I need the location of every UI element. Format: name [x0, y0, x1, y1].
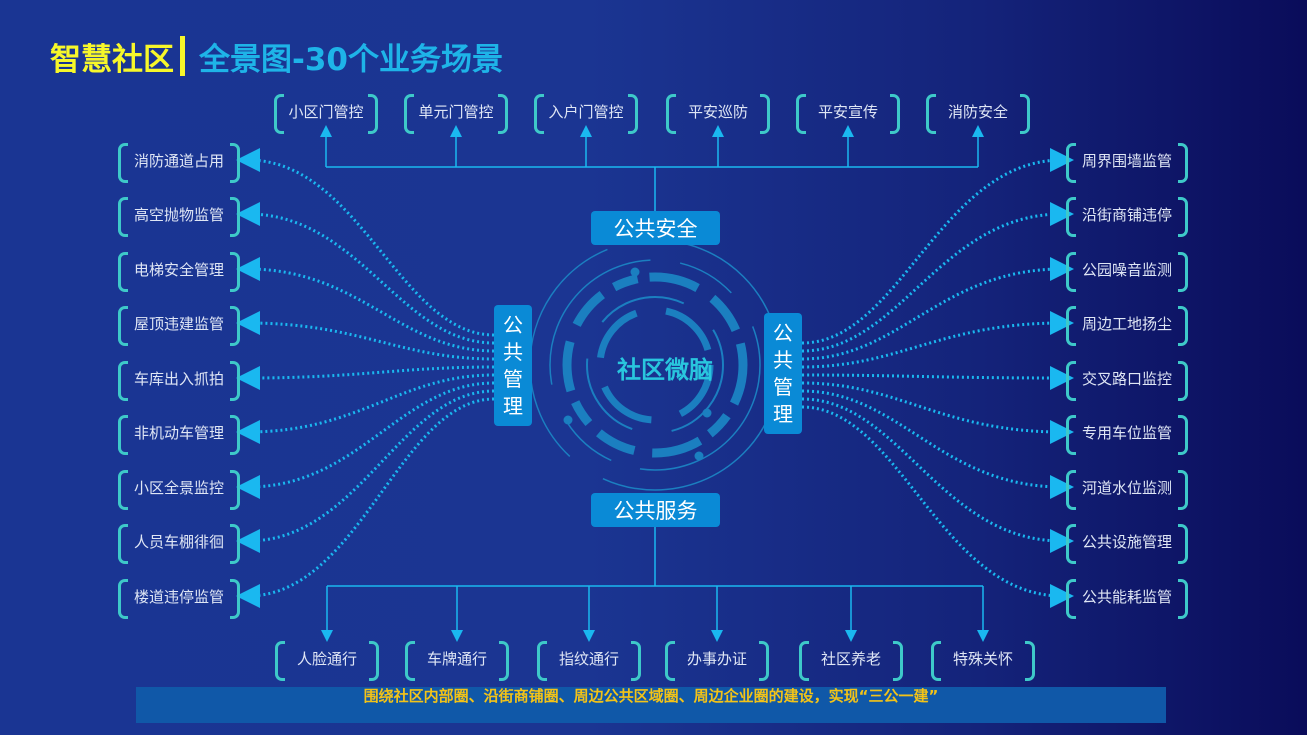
- connector: [236, 397, 495, 608]
- item-label: 车库出入抓拍: [133, 369, 224, 388]
- left-item[interactable]: 小区全景监控: [118, 470, 240, 510]
- title-divider: [180, 36, 185, 76]
- left-item[interactable]: 高空抛物监管: [118, 197, 240, 237]
- item-label: 特殊关怀: [952, 649, 1013, 668]
- char: 共: [773, 347, 793, 372]
- community-brain-label: 社区微脑: [617, 356, 713, 384]
- char: 理: [503, 393, 523, 418]
- right-item[interactable]: 沿街商铺违停: [1066, 197, 1188, 237]
- item-label: 小区全景监控: [133, 478, 224, 497]
- char: 理: [773, 401, 793, 426]
- item-label: 消防安全: [947, 102, 1008, 121]
- left-item[interactable]: 电梯安全管理: [118, 252, 240, 292]
- connector: [236, 373, 495, 444]
- connector: [801, 365, 1074, 390]
- connector: [236, 202, 495, 345]
- top-item[interactable]: 平安巡防: [666, 94, 770, 134]
- item-label: 公共能耗监管: [1081, 587, 1172, 606]
- right-item[interactable]: 河道水位监测: [1066, 470, 1188, 510]
- brain-ring-graphic: [529, 239, 781, 491]
- char: 公: [773, 320, 793, 345]
- category-public-management-right[interactable]: 公共管理: [764, 313, 802, 434]
- item-label: 电梯安全管理: [133, 260, 224, 279]
- category-public-safety[interactable]: 公共安全: [591, 211, 720, 245]
- title-main: 智慧社区: [50, 41, 174, 78]
- top-item[interactable]: 小区门管控: [274, 94, 378, 134]
- top-item[interactable]: 入户门管控: [534, 94, 638, 134]
- connector: [801, 148, 1074, 345]
- bottom-item[interactable]: 特殊关怀: [931, 641, 1035, 681]
- bottom-item[interactable]: 社区养老: [799, 641, 903, 681]
- item-label: 公共设施管理: [1081, 532, 1172, 551]
- top-item[interactable]: 单元门管控: [404, 94, 508, 134]
- summary-banner: 围绕社区内部圈、沿街商铺圈、周边公共区域圈、周边企业圈的建设，实现“三公一建”: [136, 687, 1166, 723]
- page-title: 智慧社区 全景图-30个业务场景: [50, 36, 504, 78]
- connector: [801, 257, 1074, 361]
- connector: [801, 389, 1074, 499]
- item-label: 小区门管控: [288, 102, 364, 121]
- connector: [236, 148, 495, 337]
- top-item[interactable]: 平安宣传: [796, 94, 900, 134]
- left-item[interactable]: 非机动车管理: [118, 415, 240, 455]
- item-label: 非机动车管理: [133, 423, 224, 442]
- left-item[interactable]: 消防通道占用: [118, 143, 240, 183]
- connector: [801, 405, 1074, 608]
- top-item[interactable]: 消防安全: [926, 94, 1030, 134]
- item-label: 沿街商铺违停: [1081, 205, 1172, 224]
- left-item[interactable]: 人员车棚徘徊: [118, 524, 240, 564]
- char: 公: [503, 312, 523, 337]
- bottom-item[interactable]: 办事办证: [665, 641, 769, 681]
- connector: [801, 397, 1074, 553]
- right-item[interactable]: 公共能耗监管: [1066, 579, 1188, 619]
- bottom-item[interactable]: 指纹通行: [537, 641, 641, 681]
- char: 共: [503, 339, 523, 364]
- char: 管: [503, 366, 523, 391]
- item-label: 人员车棚徘徊: [133, 532, 224, 551]
- connector: [236, 389, 495, 553]
- item-label: 车牌通行: [426, 649, 487, 668]
- left-item[interactable]: 屋顶违建监管: [118, 306, 240, 346]
- item-label: 楼道违停监管: [133, 587, 224, 606]
- item-label: 交叉路口监控: [1081, 369, 1172, 388]
- connector: [327, 527, 983, 587]
- right-item[interactable]: 公共设施管理: [1066, 524, 1188, 564]
- left-item[interactable]: 车库出入抓拍: [118, 361, 240, 401]
- item-label: 高空抛物监管: [133, 205, 224, 224]
- item-label: 专用车位监管: [1081, 423, 1172, 442]
- title-sub: 全景图-30个业务场景: [199, 41, 504, 78]
- category-public-service[interactable]: 公共服务: [591, 493, 720, 527]
- item-label: 河道水位监测: [1081, 478, 1172, 497]
- item-label: 办事办证: [686, 649, 747, 668]
- item-label: 入户门管控: [548, 102, 624, 121]
- bottom-item[interactable]: 人脸通行: [275, 641, 379, 681]
- connector: [801, 202, 1074, 353]
- category-public-management-left[interactable]: 公共管理: [494, 305, 532, 426]
- item-label: 单元门管控: [418, 102, 494, 121]
- right-item[interactable]: 公园噪音监测: [1066, 252, 1188, 292]
- item-label: 周边工地扬尘: [1081, 314, 1172, 333]
- right-item[interactable]: 周边工地扬尘: [1066, 306, 1188, 346]
- right-item[interactable]: 交叉路口监控: [1066, 361, 1188, 401]
- connector: [326, 166, 978, 211]
- connector: [236, 365, 495, 390]
- right-item[interactable]: 专用车位监管: [1066, 415, 1188, 455]
- item-label: 周界围墙监管: [1081, 151, 1172, 170]
- item-label: 消防通道占用: [133, 151, 224, 170]
- char: 管: [773, 374, 793, 399]
- item-label: 人脸通行: [296, 649, 357, 668]
- item-label: 公园噪音监测: [1081, 260, 1172, 279]
- item-label: 社区养老: [820, 649, 881, 668]
- item-label: 指纹通行: [558, 649, 619, 668]
- item-label: 平安巡防: [687, 102, 748, 121]
- item-label: 屋顶违建监管: [133, 314, 224, 333]
- connector: [236, 381, 495, 499]
- bottom-item[interactable]: 车牌通行: [405, 641, 509, 681]
- left-item[interactable]: 楼道违停监管: [118, 579, 240, 619]
- connector: [801, 311, 1074, 369]
- connector: [236, 311, 495, 361]
- right-item[interactable]: 周界围墙监管: [1066, 143, 1188, 183]
- item-label: 平安宣传: [817, 102, 878, 121]
